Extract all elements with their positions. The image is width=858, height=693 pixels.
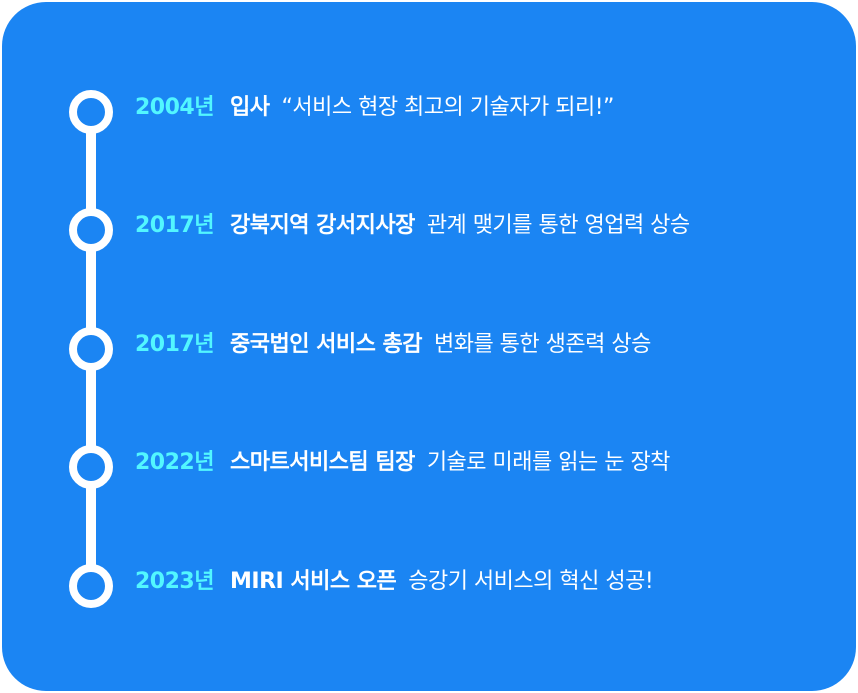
timeline-node-1	[69, 90, 113, 134]
entry-year: 2004년	[135, 95, 214, 120]
timeline-entry-5: 2023년 MIRI 서비스 오픈 승강기 서비스의 혁신 성공!	[135, 562, 654, 602]
timeline-node-3	[69, 327, 113, 371]
entry-description: 기술로 미래를 읽는 눈 장착	[426, 450, 671, 475]
entry-description: 관계 맺기를 통한 영업력 상승	[426, 213, 690, 238]
timeline-entry-4: 2022년 스마트서비스팀 팀장 기술로 미래를 읽는 눈 장착	[135, 443, 670, 483]
timeline-entry-3: 2017년 중국법인 서비스 총감 변화를 통한 생존력 상승	[135, 325, 651, 365]
entry-title: 스마트서비스팀 팀장	[229, 450, 415, 475]
entry-description: 변화를 통한 생존력 상승	[433, 332, 651, 357]
entry-year: 2017년	[135, 213, 214, 238]
entry-title: 입사	[229, 95, 270, 120]
timeline-node-4	[69, 445, 113, 489]
entry-title: MIRI 서비스 오픈	[229, 569, 397, 594]
timeline-node-5	[69, 564, 113, 608]
entry-description: 승강기 서비스의 혁신 성공!	[408, 569, 654, 594]
timeline-node-2	[69, 208, 113, 252]
entry-description: “서비스 현장 최고의 기술자가 되리!”	[281, 95, 614, 120]
entry-year: 2022년	[135, 450, 214, 475]
timeline-entry-1: 2004년 입사 “서비스 현장 최고의 기술자가 되리!”	[135, 88, 614, 128]
entry-year: 2023년	[135, 569, 214, 594]
entry-title: 중국법인 서비스 총감	[229, 332, 422, 357]
entry-year: 2017년	[135, 332, 214, 357]
timeline-entry-2: 2017년 강북지역 강서지사장 관계 맺기를 통한 영업력 상승	[135, 206, 690, 246]
entry-title: 강북지역 강서지사장	[229, 213, 415, 238]
